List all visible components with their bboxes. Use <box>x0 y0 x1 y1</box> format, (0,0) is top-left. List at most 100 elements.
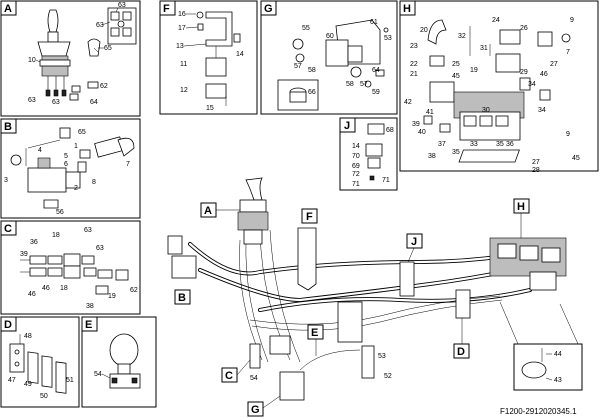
bracket-drawing <box>196 11 241 106</box>
callout: 29 <box>520 69 528 76</box>
callout: 50 <box>40 393 48 400</box>
panel-j-tag[interactable] <box>339 117 356 133</box>
callout: 21 <box>410 71 418 78</box>
overview-tag-e-letter: E <box>311 327 318 339</box>
overview-tag-j[interactable] <box>406 233 423 249</box>
panel-h-tag[interactable] <box>399 0 416 16</box>
callout: 62 <box>100 83 108 90</box>
panel-a-tag[interactable] <box>0 0 17 16</box>
callout: 36 <box>30 239 38 246</box>
panel-e-tag[interactable] <box>81 316 98 332</box>
overview-tag-b-letter: B <box>178 292 186 304</box>
callout: 71 <box>352 181 360 188</box>
callout: 45 <box>452 73 460 80</box>
panel-b-frame <box>0 118 141 219</box>
callout: 64 <box>372 67 380 74</box>
callout: 25 <box>452 61 460 68</box>
panel-b: B 65 4 1 5 6 7 3 8 2 56 <box>0 118 141 219</box>
callout: 27 <box>532 159 540 166</box>
fittings-c-overview <box>249 343 261 369</box>
callout: 42 <box>404 99 412 106</box>
panel-d: D 48 47 49 50 51 <box>0 316 80 408</box>
callout: 53 <box>378 353 386 360</box>
panel-b-tag[interactable] <box>0 118 17 134</box>
overview-tag-d-letter: D <box>457 346 465 358</box>
panel-d-tag[interactable] <box>0 316 17 332</box>
callout: 26 <box>520 25 528 32</box>
overview-tag-f-letter: F <box>306 211 313 223</box>
callout: 28 <box>532 167 540 174</box>
bracket-d-overview <box>455 289 471 319</box>
overview-tag-d[interactable] <box>453 343 470 359</box>
figure-code: F1200-2912020345.1 <box>500 407 577 416</box>
fittings-drawing <box>20 253 129 295</box>
callout: 41 <box>426 109 434 116</box>
callout: 15 <box>206 105 214 112</box>
panel-e: E 54 <box>81 316 157 408</box>
callout: 64 <box>90 99 98 106</box>
callout: 53 <box>384 35 392 42</box>
solenoid-overview <box>171 255 197 279</box>
callout: 62 <box>130 287 138 294</box>
overview-tag-e[interactable] <box>307 324 324 340</box>
callout: 54 <box>250 375 258 382</box>
panel-j: J 68 14 70 69 72 71 71 <box>339 117 398 191</box>
overview-tag-a-letter: A <box>204 205 212 217</box>
callout: 10 <box>28 57 36 64</box>
panel-f-frame <box>159 0 258 115</box>
callout: 70 <box>352 153 360 160</box>
valve-block-drawing <box>107 7 137 45</box>
callout: 51 <box>66 377 74 384</box>
callout: 63 <box>96 245 104 252</box>
panel-g-tag[interactable] <box>260 0 277 16</box>
callout: 63 <box>118 2 126 9</box>
callout: 8 <box>92 179 96 186</box>
overview-tag-g[interactable] <box>247 401 264 417</box>
panel-f-tag[interactable] <box>159 0 176 16</box>
callout: 63 <box>96 22 104 29</box>
callout: 58 <box>346 81 354 88</box>
panel-e-letter: E <box>85 319 92 331</box>
callout: 38 <box>86 303 94 310</box>
callout: 16 <box>178 11 186 18</box>
panel-c-tag[interactable] <box>0 220 17 236</box>
callout: 33 <box>470 141 478 148</box>
callout: 49 <box>24 381 32 388</box>
bracket-e-overview <box>337 301 363 343</box>
callout: 27 <box>550 61 558 68</box>
callout: 34 <box>538 107 546 114</box>
overview-tag-j-letter: J <box>411 236 417 248</box>
overview-tag-b[interactable] <box>174 289 191 305</box>
callout: 39 <box>20 251 28 258</box>
bracket-plates-drawing <box>9 334 67 394</box>
callout: 22 <box>410 61 418 68</box>
callout: 57 <box>294 63 302 70</box>
callout: 7 <box>566 49 570 56</box>
callout: 32 <box>458 33 466 40</box>
control-valve-drawing <box>423 19 571 163</box>
callout: 43 <box>554 377 562 384</box>
callout: 9 <box>570 17 574 24</box>
callout: 11 <box>180 61 187 68</box>
callout: 46 <box>540 71 548 78</box>
callout: 65 <box>78 129 86 136</box>
callout: 40 <box>418 129 426 136</box>
callout: 14 <box>352 143 360 150</box>
clamp-overview <box>399 261 415 297</box>
callout: 59 <box>372 89 380 96</box>
callout: 5 <box>64 153 68 160</box>
callout: 39 <box>412 121 420 128</box>
callout: 56 <box>56 209 64 216</box>
callout: 6 <box>64 161 68 168</box>
overview-tag-h[interactable] <box>513 198 530 214</box>
panel-a: A 63 <box>0 0 141 117</box>
overview-tag-f[interactable] <box>301 208 318 224</box>
callout: 38 <box>428 153 436 160</box>
overview-tag-h-letter: H <box>517 201 525 213</box>
callout: 36 <box>506 141 514 148</box>
callout: 14 <box>236 51 244 58</box>
clamp-detail <box>521 361 547 379</box>
panel-c: C 36 39 18 63 63 46 46 18 38 19 62 <box>0 220 141 315</box>
callout: 34 <box>528 81 536 88</box>
